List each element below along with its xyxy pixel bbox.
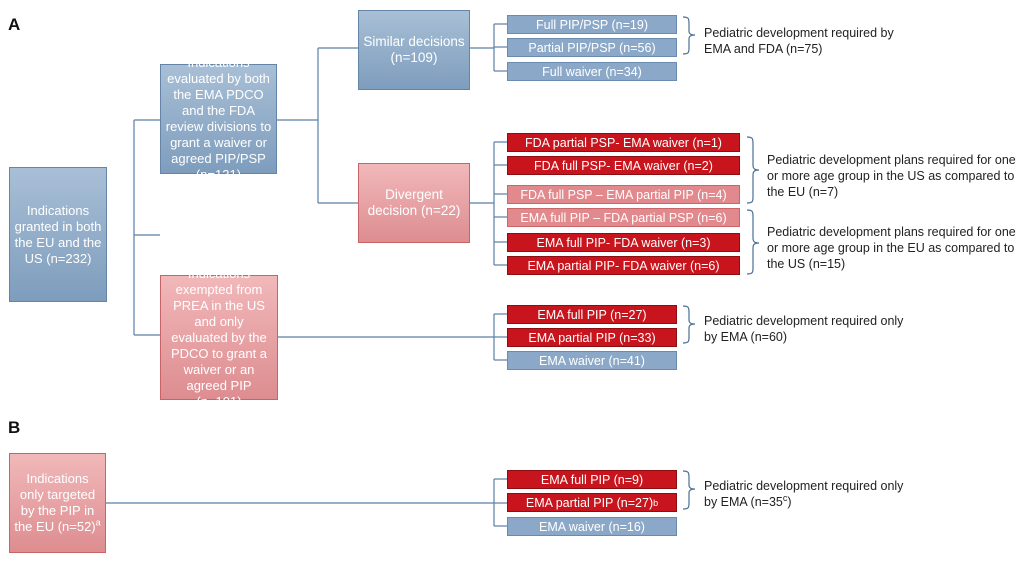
exempt-item: EMA partial PIP (n=33) <box>507 328 677 347</box>
similar-item: Partial PIP/PSP (n=56) <box>507 38 677 57</box>
panel-b-item: EMA partial PIP (n=27)b <box>507 493 677 512</box>
both-evaluated-box: Indications evaluated by both the EMA PD… <box>160 55 277 182</box>
similar-decisions-text: Similar decisions (n=109) <box>363 34 465 65</box>
similar-decisions-box: Similar decisions (n=109) <box>358 10 470 90</box>
divergent-decision-box: Divergent decision (n=22) <box>358 163 470 243</box>
note-divergent-us: Pediatric development plans required for… <box>767 153 1016 199</box>
note-divergent-eu: Pediatric development plans required for… <box>767 225 1016 271</box>
note-similar: Pediatric development required by EMA an… <box>704 26 894 56</box>
footnote-a: a <box>95 517 101 528</box>
divergent-item: FDA full PSP- EMA waiver (n=2) <box>507 156 740 175</box>
exempt-item: EMA full PIP (n=27) <box>507 305 677 324</box>
panel-label-a: A <box>8 15 21 34</box>
panel-b-item: EMA full PIP (n=9) <box>507 470 677 489</box>
exempt-text: Indications exempted from PREA in the US… <box>170 265 268 409</box>
exempt-box: Indications exempted from PREA in the US… <box>160 266 278 409</box>
root-node-box: Indications granted in both the EU and t… <box>9 167 107 302</box>
similar-item: Full waiver (n=34) <box>507 62 677 81</box>
root-node-text: Indications granted in both the EU and t… <box>14 202 102 266</box>
panel-b-root-box: Indications only targeted by the PIP in … <box>9 453 106 553</box>
divergent-decision-text: Divergent decision (n=22) <box>367 187 461 218</box>
divergent-item: EMA partial PIP- FDA waiver (n=6) <box>507 256 740 275</box>
note-panel-b: Pediatric development required only by E… <box>704 479 904 509</box>
divergent-item: EMA full PIP- FDA waiver (n=3) <box>507 233 740 252</box>
exempt-item: EMA waiver (n=41) <box>507 351 677 370</box>
divergent-item: FDA full PSP – EMA partial PIP (n=4) <box>507 185 740 204</box>
divergent-item: EMA full PIP – FDA partial PSP (n=6) <box>507 208 740 227</box>
similar-item: Full PIP/PSP (n=19) <box>507 15 677 34</box>
note-exempt: Pediatric development required only by E… <box>704 314 904 344</box>
both-evaluated-text: Indications evaluated by both the EMA PD… <box>165 55 272 182</box>
divergent-item: FDA partial PSP- EMA waiver (n=1) <box>507 133 740 152</box>
panel-b-item: EMA waiver (n=16) <box>507 517 677 536</box>
panel-b-root-text: Indications only targeted by the PIP in … <box>14 471 101 534</box>
footnote-c: c <box>782 492 788 503</box>
panel-label-b: B <box>8 418 21 437</box>
